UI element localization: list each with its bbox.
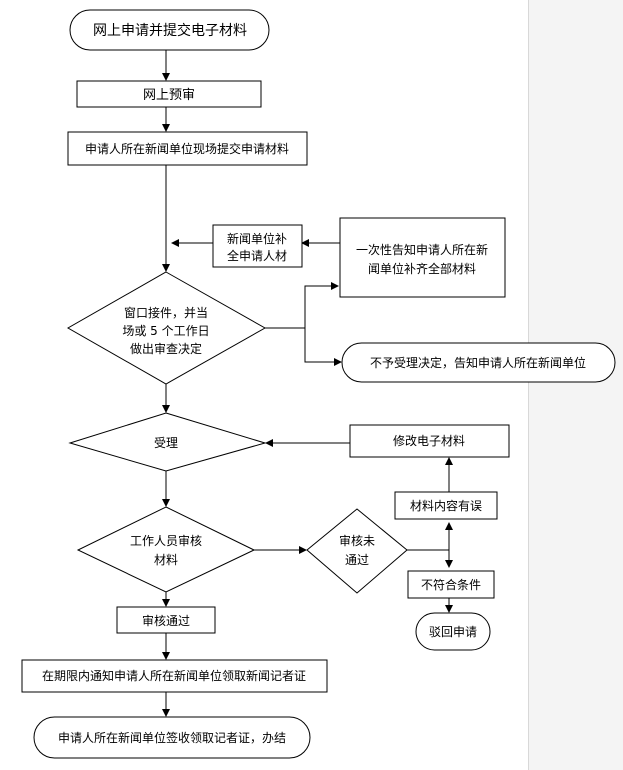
node-accept: 受理 [68,412,267,472]
node-staff-review-label-line1: 工作人员审核 [130,533,202,548]
node-staff-review-label-line2: 材料 [154,553,178,567]
node-content-error-label: 材料内容有误 [410,498,482,513]
node-reject-decision-label: 不予受理决定，告知申请人所在新闻单位 [370,355,586,370]
node-window-decision: 窗口接件，并当 场或 5 个工作日 做出审查决定 [66,271,267,385]
node-notify-collect-label: 在期限内通知申请人所在新闻单位领取新闻记者证 [42,668,306,683]
node-review-passed-label: 审核通过 [142,613,190,628]
node-window-label-line2: 场或 5 个工作日 [122,324,209,338]
node-notify-label-line2: 闻单位补齐全部材料 [368,261,476,276]
node-start: 网上申请并提交电子材料 [69,9,270,51]
node-review-passed: 审核通过 [116,606,216,634]
node-supplement: 新闻单位补 全申请人材 [212,224,303,268]
arrow-window-to-reject [304,328,342,366]
node-accept-label: 受理 [154,436,178,450]
node-reject-decision: 不予受理决定，告知申请人所在新闻单位 [341,342,616,383]
node-not-qualified: 不符合条件 [407,570,495,599]
page-margin-panel [528,0,623,770]
node-staff-review: 工作人员审核 材料 [76,506,256,593]
node-online-review: 网上预审 [76,80,262,108]
node-submit-onsite-label: 申请人所在新闻单位现场提交申请材料 [85,141,289,156]
node-online-review-label: 网上预审 [143,88,195,103]
node-reject-application-label: 驳回申请 [429,625,477,639]
arrow-window-to-notify [265,282,339,329]
connectors [162,50,453,717]
node-not-qualified-label: 不符合条件 [421,577,481,592]
node-window-label-line1: 窗口接件，并当 [124,305,208,320]
node-not-passed-label-line1: 审核未 [339,533,375,548]
node-submit-onsite: 申请人所在新闻单位现场提交申请材料 [67,131,308,166]
node-reject-application: 驳回申请 [415,612,491,651]
node-start-label: 网上申请并提交电子材料 [93,22,247,39]
node-notify-label-line1: 一次性告知申请人所在新 [356,242,488,257]
node-supplement-label-line1: 新闻单位补 [227,231,287,246]
node-not-passed-label-line2: 通过 [345,553,369,567]
node-window-label-line3: 做出审查决定 [130,341,202,356]
node-finish: 申请人所在新闻单位签收领取记者证，办结 [33,716,311,759]
node-not-passed: 审核未 通过 [306,508,408,594]
node-notify-supplement: 一次性告知申请人所在新 闻单位补齐全部材料 [339,217,506,298]
node-finish-label: 申请人所在新闻单位签收领取记者证，办结 [58,730,286,745]
node-notify-collect: 在期限内通知申请人所在新闻单位领取新闻记者证 [21,659,328,693]
node-modify-materials: 修改电子材料 [349,424,510,458]
node-modify-materials-label: 修改电子材料 [393,433,465,448]
node-supplement-label-line2: 全申请人材 [227,248,287,263]
node-content-error: 材料内容有误 [394,491,498,520]
